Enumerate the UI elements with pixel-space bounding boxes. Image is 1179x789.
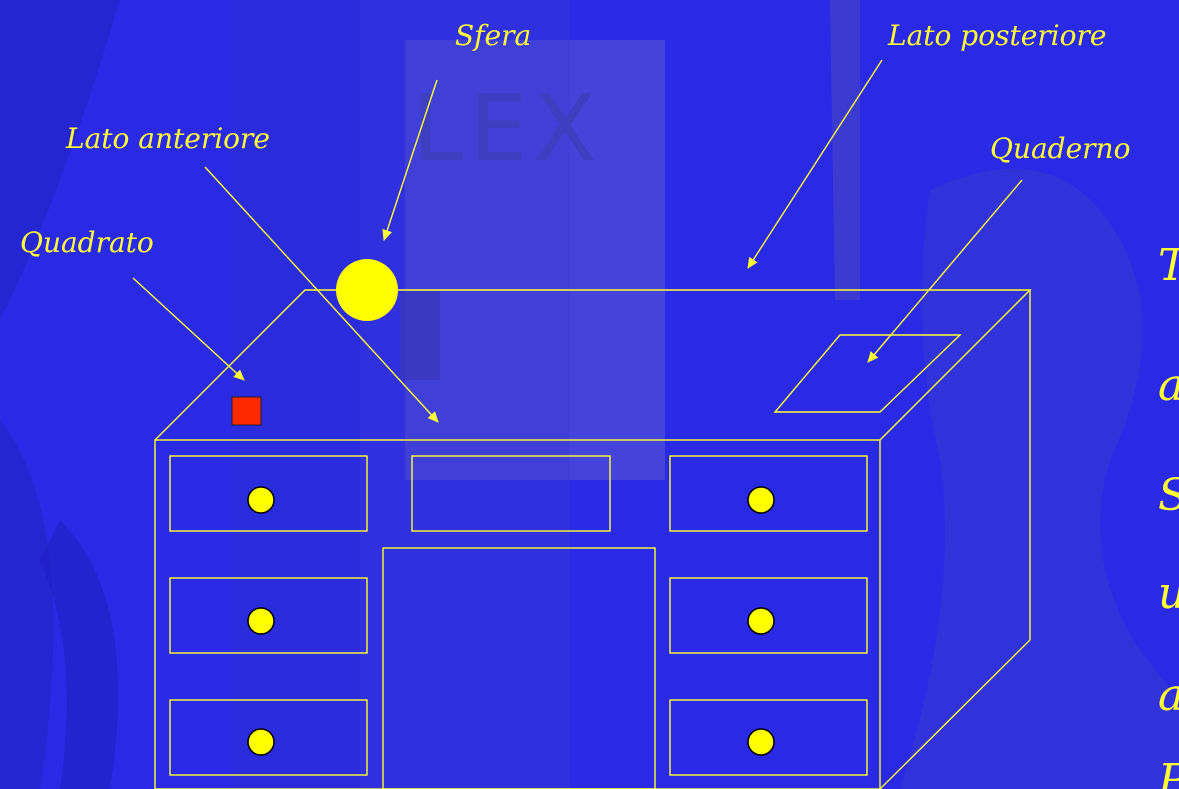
drawer-knob xyxy=(248,608,274,634)
side-text-column: T a S u a P xyxy=(1157,240,1179,789)
background-lex-text: LEX xyxy=(412,75,602,182)
sphere-object xyxy=(336,259,398,321)
arrow-lato-posteriore xyxy=(748,60,882,268)
label-lato-anteriore: Lato anteriore xyxy=(65,122,270,155)
side-text-line: T xyxy=(1158,240,1179,291)
drawer-knob xyxy=(748,608,774,634)
drawer-knob xyxy=(748,487,774,513)
side-text-line: P xyxy=(1157,755,1179,789)
arrow-quadrato xyxy=(133,278,244,380)
label-quadrato: Quadrato xyxy=(20,226,154,259)
side-text-line: u xyxy=(1158,568,1179,619)
side-text-line: a xyxy=(1158,360,1179,411)
side-text-line: S xyxy=(1158,470,1179,521)
label-quaderno: Quaderno xyxy=(990,132,1130,165)
label-sfera: Sfera xyxy=(455,19,531,52)
drawer-knob xyxy=(248,487,274,513)
side-text-line: a xyxy=(1158,670,1179,721)
drawer-knob xyxy=(248,729,274,755)
label-lato-posteriore: Lato posteriore xyxy=(887,19,1106,52)
red-square-object xyxy=(232,397,261,425)
drawer-knob xyxy=(748,729,774,755)
